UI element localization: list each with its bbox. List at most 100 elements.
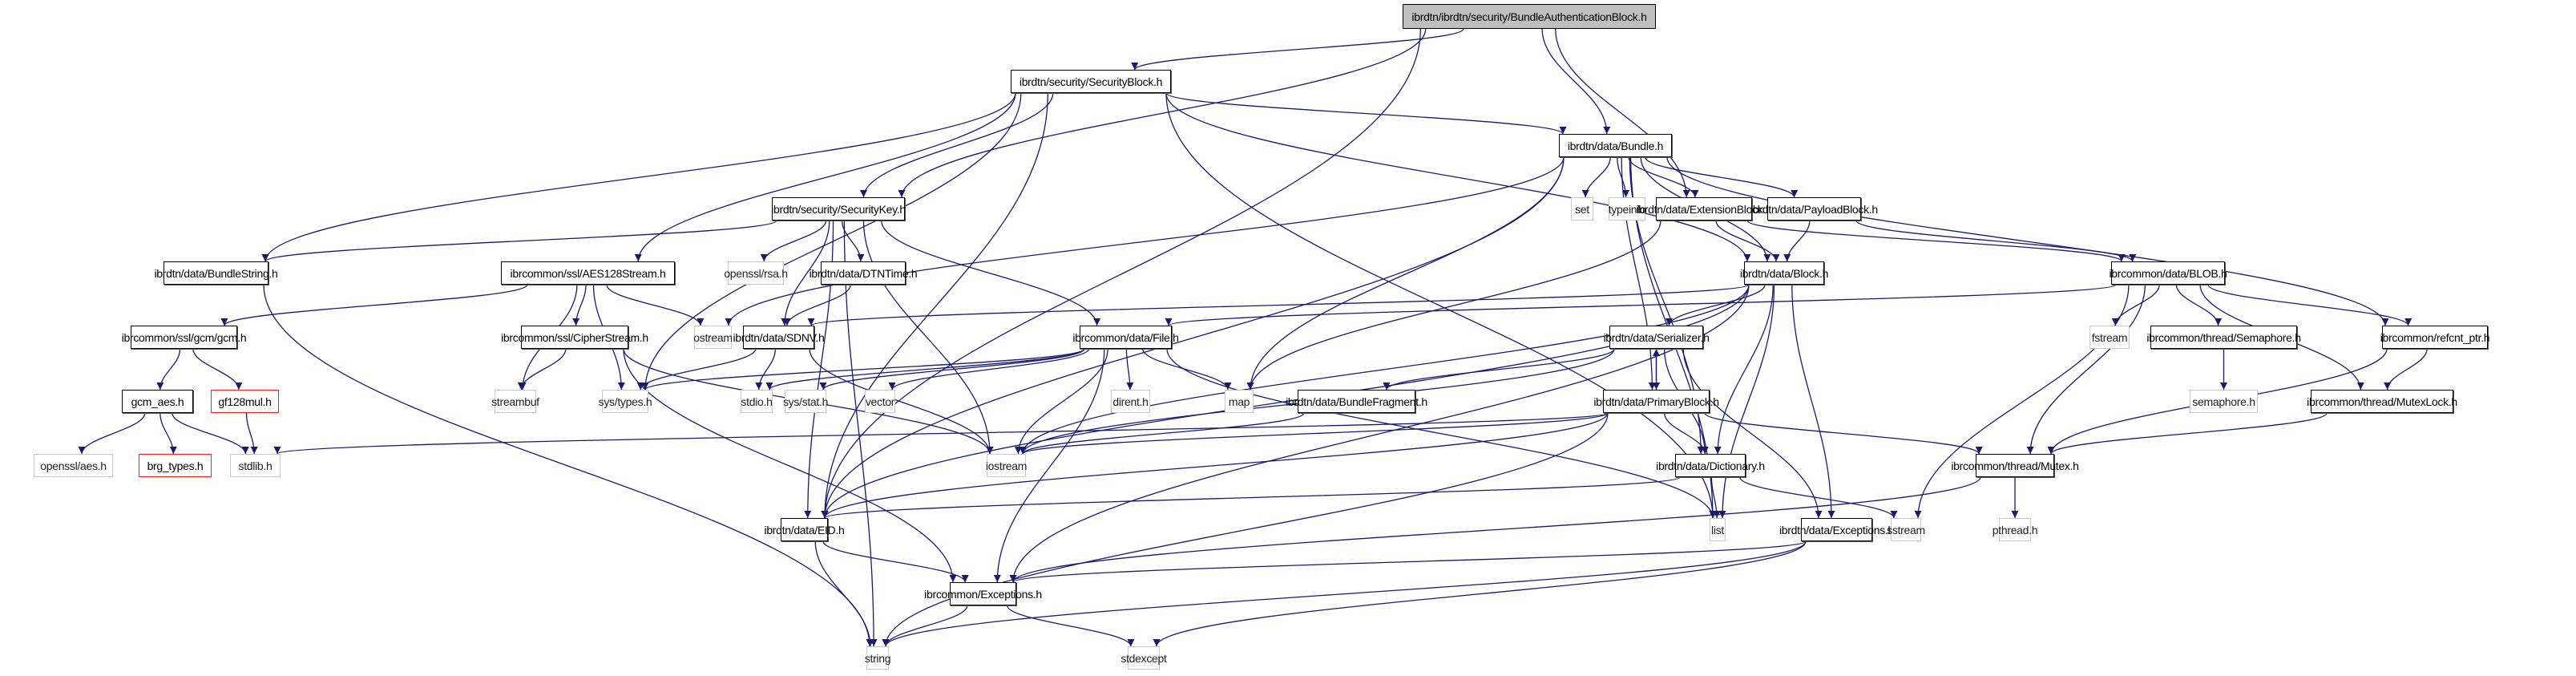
graph-node-file[interactable]: ibrcommon/data/File.h: [1072, 326, 1179, 349]
edge-block-to-exceptions: [1791, 284, 1835, 519]
graph-node-iostream[interactable]: iostream: [986, 454, 1027, 477]
graph-node-stdio[interactable]: stdio.h: [741, 390, 773, 413]
graph-node-label: ibrdtn/data/Dictionary.h: [1656, 459, 1765, 472]
edge-securityblock-to-eid: [821, 92, 1049, 519]
graph-node-aes128[interactable]: ibrcommon/ssl/AES128Stream.h: [501, 261, 675, 285]
graph-node-eid[interactable]: ibrdtn/data/EID.h: [765, 518, 845, 541]
edge-securitykey-to-file: [881, 220, 1101, 326]
graph-node-sdnv[interactable]: ibrdtn/data/SDNV.h: [733, 326, 825, 349]
edge-block-to-serializer: [1666, 284, 1766, 326]
edge-securitykey-to-iostream: [862, 220, 994, 455]
edge-cipherstream-to-streambuf: [517, 348, 567, 391]
edges-layer: [78, 28, 2428, 647]
graph-node-label: ibrdtn/data/Bundle.h: [1567, 139, 1664, 152]
graph-node-dirent[interactable]: dirent.h: [1111, 390, 1150, 413]
graph-node-label: dirent.h: [1112, 395, 1149, 408]
edge-root-to-securityblock: [1131, 28, 1464, 71]
graph-node-label: ibrcommon/ssl/gcm/gcm.h: [121, 330, 247, 344]
graph-node-label: ibrdtn/data/Exceptions.h: [1779, 523, 1895, 536]
graph-node-label: streambuf: [491, 395, 539, 408]
graph-node-stdlib[interactable]: stdlib.h: [230, 454, 281, 477]
graph-node-streambuf[interactable]: streambuf: [491, 390, 539, 413]
edge-aes128-to-gcm: [220, 284, 528, 326]
graph-node-mutexlock[interactable]: ibrcommon/thread/MutexLock.h: [2307, 390, 2457, 413]
graph-node-label: ibrcommon/data/File.h: [1072, 330, 1179, 344]
graph-node-serializer[interactable]: ibrdtn/data/Serializer.h: [1603, 326, 1710, 349]
graph-node-sstream[interactable]: sstream: [1887, 518, 1925, 541]
graph-node-bundlestring[interactable]: ibrdtn/data/BundleString.h: [154, 261, 278, 285]
graph-node-blob[interactable]: ibrcommon/data/BLOB.h: [2110, 261, 2227, 285]
graph-node-string[interactable]: string: [865, 646, 891, 670]
edge-securityblock-to-block: [1165, 92, 1751, 262]
graph-node-block[interactable]: ibrdtn/data/Block.h: [1740, 261, 1828, 285]
graph-node-vector[interactable]: vector: [865, 390, 895, 413]
graph-node-set[interactable]: set: [1571, 197, 1593, 221]
edge-bundle-to-eid: [821, 156, 1565, 519]
graph-node-ostream[interactable]: ostream: [693, 326, 733, 349]
graph-node-mutex[interactable]: ibrcommon/thread/Mutex.h: [1951, 454, 2079, 477]
graph-node-securityblock[interactable]: ibrdtn/security/SecurityBlock.h: [1011, 70, 1171, 93]
graph-node-opensslrsa[interactable]: openssl/rsa.h: [724, 261, 788, 285]
graph-node-bundle[interactable]: ibrdtn/data/Bundle.h: [1559, 134, 1672, 157]
graph-node-bundlefragment[interactable]: ibrdtn/data/BundleFragment.h: [1286, 390, 1427, 413]
graph-node-dtntime[interactable]: ibrdtn/data/DTNTime.h: [810, 261, 918, 285]
edge-block-to-iostream: [1019, 284, 1750, 455]
edge-gcmaes-to-stdlib: [172, 412, 249, 455]
graph-node-semaphoreh[interactable]: semaphore.h: [2190, 390, 2258, 413]
graph-node-brgtypes[interactable]: brg_types.h: [139, 454, 212, 477]
graph-node-map[interactable]: map: [1225, 390, 1254, 413]
edge-exceptions-to-ibrexceptions: [1009, 540, 1807, 583]
graph-node-label: pthread.h: [1992, 523, 2038, 536]
graph-node-label: ibrdtn/data/Block.h: [1739, 266, 1829, 280]
edge-ibrexceptions-to-stdexcept: [1006, 605, 1135, 647]
graph-node-label: sstream: [1887, 523, 1925, 536]
edge-gcm-to-gcmaes: [156, 348, 181, 391]
graph-node-list[interactable]: list: [1710, 518, 1726, 541]
graph-node-fstream[interactable]: fstream: [2089, 326, 2130, 349]
graph-node-cipherstream[interactable]: ibrcommon/ssl/CipherStream.h: [501, 326, 648, 349]
edge-gcmaes-to-opensslaes: [78, 412, 146, 455]
graph-node-exceptions[interactable]: ibrdtn/data/Exceptions.h: [1779, 518, 1894, 541]
graph-node-gf128mul[interactable]: gf128mul.h: [211, 390, 279, 413]
graph-node-extensionblock[interactable]: ibrdtn/data/ExtensionBlock.h: [1636, 197, 1772, 221]
graph-node-root[interactable]: ibrdtn/ibrdtn/security/BundleAuthenticat…: [1403, 4, 1656, 29]
edge-file-to-ibrexceptions: [993, 348, 1105, 583]
graph-node-primaryblock[interactable]: ibrdtn/data/PrimaryBlock.h: [1593, 390, 1719, 413]
graph-node-label: list: [1711, 523, 1724, 536]
graph-node-systypes[interactable]: sys/types.h: [599, 390, 652, 413]
edge-mutexlock-to-mutex: [2047, 412, 2328, 455]
edge-securityblock-to-securitykey: [860, 92, 1054, 198]
edge-blob-to-file: [1165, 284, 2117, 326]
graph-node-label: semaphore.h: [2192, 395, 2255, 408]
graph-node-label: stdlib.h: [238, 459, 273, 472]
edge-eid-to-ibrexceptions: [822, 540, 969, 583]
edge-bundle-to-refcnt: [1666, 156, 2389, 326]
graph-node-label: map: [1228, 395, 1250, 408]
graph-node-pthread[interactable]: pthread.h: [1993, 518, 2038, 541]
edge-refcnt-to-mutexlock: [2384, 348, 2428, 391]
graph-node-sysstat[interactable]: sys/stat.h: [783, 390, 828, 413]
graph-node-dictionary[interactable]: ibrdtn/data/Dictionary.h: [1656, 454, 1765, 477]
graph-node-stdexcept[interactable]: stdexcept: [1120, 646, 1167, 670]
edge-blob-to-mutex: [2026, 284, 2146, 455]
graph-node-label: stdexcept: [1120, 651, 1167, 665]
edge-root-to-bundle: [1541, 28, 1611, 135]
graph-node-semaphore[interactable]: ibrcommon/thread/Semaphore.h: [2146, 326, 2301, 349]
graph-node-payloadblock[interactable]: ibrdtn/data/PayloadBlock.h: [1750, 197, 1878, 221]
graph-node-securitykey[interactable]: ibrdtn/security/SecurityKey.h: [771, 197, 906, 221]
graph-node-label: ibrdtn/data/PayloadBlock.h: [1750, 202, 1878, 216]
graph-node-label: ibrdtn/data/SDNV.h: [733, 330, 825, 344]
graph-node-label: openssl/rsa.h: [724, 266, 788, 280]
graph-node-refcnt[interactable]: ibrcommon/refcnt_ptr.h: [2380, 326, 2490, 349]
graph-node-gcm[interactable]: ibrcommon/ssl/gcm/gcm.h: [122, 326, 247, 349]
edge-sdnv-to-iostream: [809, 348, 994, 455]
graph-node-label: typeinfo: [1608, 202, 1646, 216]
graph-node-label: ibrcommon/thread/MutexLock.h: [2307, 395, 2457, 408]
graph-node-gcmaes[interactable]: gcm_aes.h: [122, 390, 193, 413]
edge-ibrexceptions-to-string: [882, 605, 968, 647]
graph-node-ibrexceptions[interactable]: ibrcommon/Exceptions.h: [924, 582, 1042, 605]
graph-node-typeinfo[interactable]: typeinfo: [1608, 197, 1646, 221]
graph-node-opensslaes[interactable]: openssl/aes.h: [34, 454, 113, 477]
edge-primaryblock-to-eid: [821, 412, 1609, 519]
edge-securityblock-to-bundlestring: [261, 92, 1016, 262]
